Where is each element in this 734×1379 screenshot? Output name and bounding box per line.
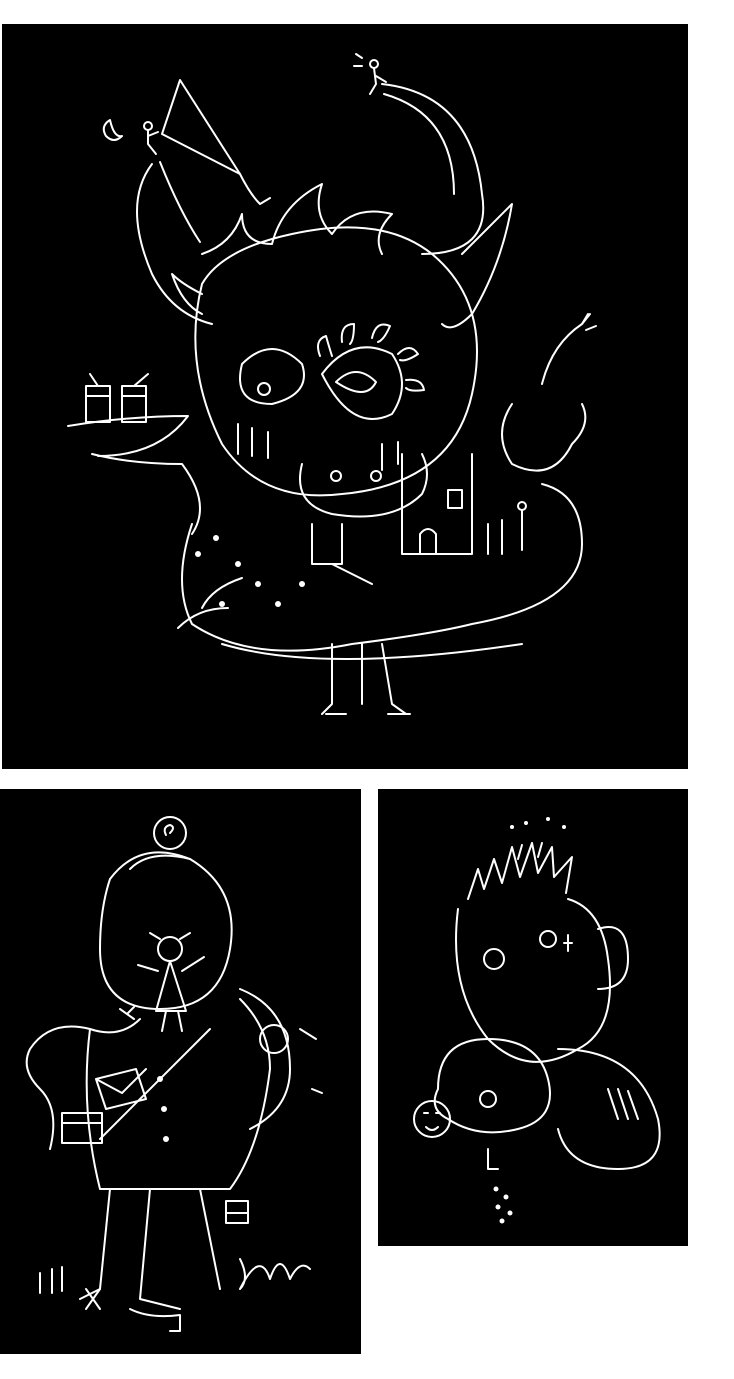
- robed-figure-drawing: [25, 816, 323, 1332]
- illustration-panel-bottom-right: [378, 789, 688, 1246]
- child-head: [157, 936, 183, 962]
- horned-creature-drawing: [67, 53, 597, 715]
- crown-spikes: [201, 183, 393, 255]
- right-ear: [441, 203, 513, 329]
- glass-left: [85, 385, 111, 423]
- envelope: [95, 1068, 147, 1110]
- bag: [61, 1112, 103, 1144]
- snout: [299, 453, 428, 518]
- illustration-panel-top: [2, 24, 688, 769]
- figure-head: [99, 851, 233, 1010]
- coat: [85, 998, 271, 1190]
- small-face: [413, 1100, 451, 1138]
- right-eye: [321, 346, 403, 420]
- right-eye: [539, 930, 557, 948]
- left-eye: [483, 948, 505, 970]
- left-eye: [239, 348, 305, 405]
- flame-haired-face-drawing: [413, 817, 661, 1224]
- apple: [259, 1024, 289, 1054]
- left-horn: [136, 163, 213, 325]
- kite-shape: [161, 79, 241, 175]
- creature-head: [194, 226, 478, 497]
- embracing-figure: [433, 1038, 551, 1134]
- legs: [321, 643, 407, 715]
- right-hand: [501, 403, 587, 472]
- moon-icon: [102, 119, 123, 141]
- flame-hair: [467, 842, 573, 900]
- face: [455, 898, 611, 1063]
- illustration-panel-bottom-left: [0, 789, 361, 1354]
- legs: [79, 1188, 221, 1310]
- tray: [67, 415, 189, 457]
- right-horn: [381, 83, 485, 255]
- creature-body: [181, 483, 583, 652]
- hair-bun: [153, 816, 187, 850]
